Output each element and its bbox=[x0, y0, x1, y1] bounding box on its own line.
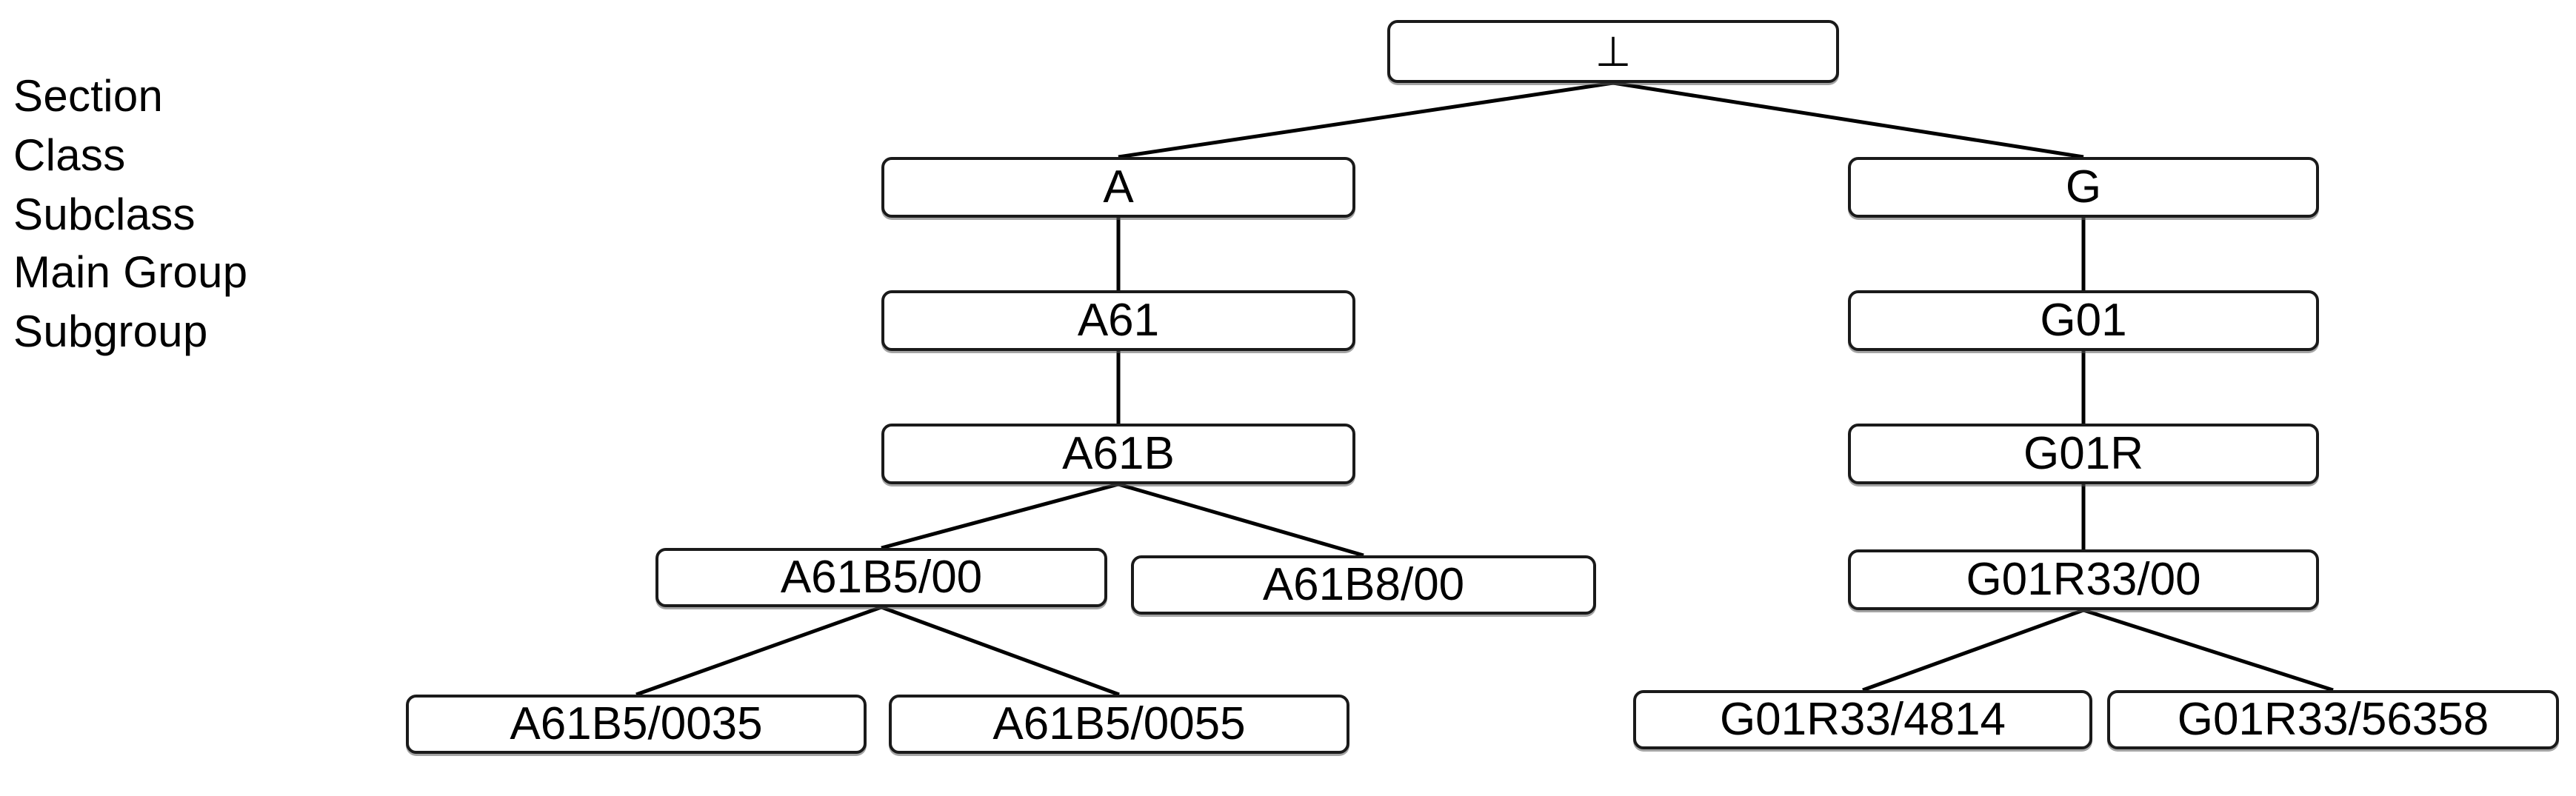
node-label-mg-a61b5-00: A61B5/00 bbox=[780, 552, 983, 603]
node-sg-a61b5-0055[interactable]: A61B5/0055 bbox=[889, 695, 1349, 754]
tree-edge bbox=[635, 605, 882, 697]
node-subclass-g01r[interactable]: G01R bbox=[1848, 424, 2319, 484]
tree-edge bbox=[881, 482, 1119, 550]
node-sg-g01r33-4814[interactable]: G01R33/4814 bbox=[1633, 690, 2092, 749]
node-section-a[interactable]: A bbox=[881, 157, 1355, 218]
tree-edge bbox=[1862, 608, 2084, 692]
node-label-class-g01: G01 bbox=[2040, 295, 2127, 346]
node-label-subclass-a61b: A61B bbox=[1062, 428, 1175, 479]
row-label-class: Class bbox=[13, 130, 126, 180]
node-mg-a61b8-00[interactable]: A61B8/00 bbox=[1131, 555, 1596, 615]
node-sg-g01r33-56358[interactable]: G01R33/56358 bbox=[2107, 690, 2559, 749]
node-label-root: ⊥ bbox=[1595, 27, 1632, 75]
node-section-g[interactable]: G bbox=[1848, 157, 2319, 218]
tree-edge bbox=[1612, 81, 2084, 159]
tree-edge bbox=[881, 605, 1120, 697]
node-sg-a61b5-0035[interactable]: A61B5/0035 bbox=[406, 695, 867, 754]
node-subclass-a61b[interactable]: A61B bbox=[881, 424, 1355, 484]
node-mg-a61b5-00[interactable]: A61B5/00 bbox=[655, 548, 1107, 607]
node-label-sg-a61b5-0055: A61B5/0055 bbox=[992, 698, 1246, 749]
node-mg-g01r33-00[interactable]: G01R33/00 bbox=[1848, 549, 2319, 610]
node-label-sg-g01r33-4814: G01R33/4814 bbox=[1719, 694, 2006, 745]
node-label-sg-a61b5-0035: A61B5/0035 bbox=[510, 698, 763, 749]
node-label-mg-a61b8-00: A61B8/00 bbox=[1262, 559, 1465, 610]
node-label-sg-g01r33-56358: G01R33/56358 bbox=[2177, 694, 2489, 745]
node-label-class-a61: A61 bbox=[1077, 295, 1160, 346]
row-label-section: Section bbox=[13, 71, 164, 121]
node-class-g01[interactable]: G01 bbox=[1848, 290, 2319, 351]
row-label-maingroup: Main Group bbox=[13, 247, 248, 297]
node-label-mg-g01r33-00: G01R33/00 bbox=[1966, 554, 2201, 605]
row-label-subgroup: Subgroup bbox=[13, 307, 208, 356]
node-label-section-g: G bbox=[2065, 161, 2102, 213]
node-class-a61[interactable]: A61 bbox=[881, 290, 1355, 351]
tree-edge bbox=[1118, 81, 1614, 159]
node-label-section-a: A bbox=[1103, 161, 1134, 213]
node-root[interactable]: ⊥ bbox=[1387, 20, 1839, 83]
tree-edge bbox=[2083, 608, 2334, 692]
node-label-subclass-g01r: G01R bbox=[2023, 428, 2143, 479]
tree-edge bbox=[1118, 482, 1364, 558]
row-label-subclass: Subclass bbox=[13, 190, 196, 239]
